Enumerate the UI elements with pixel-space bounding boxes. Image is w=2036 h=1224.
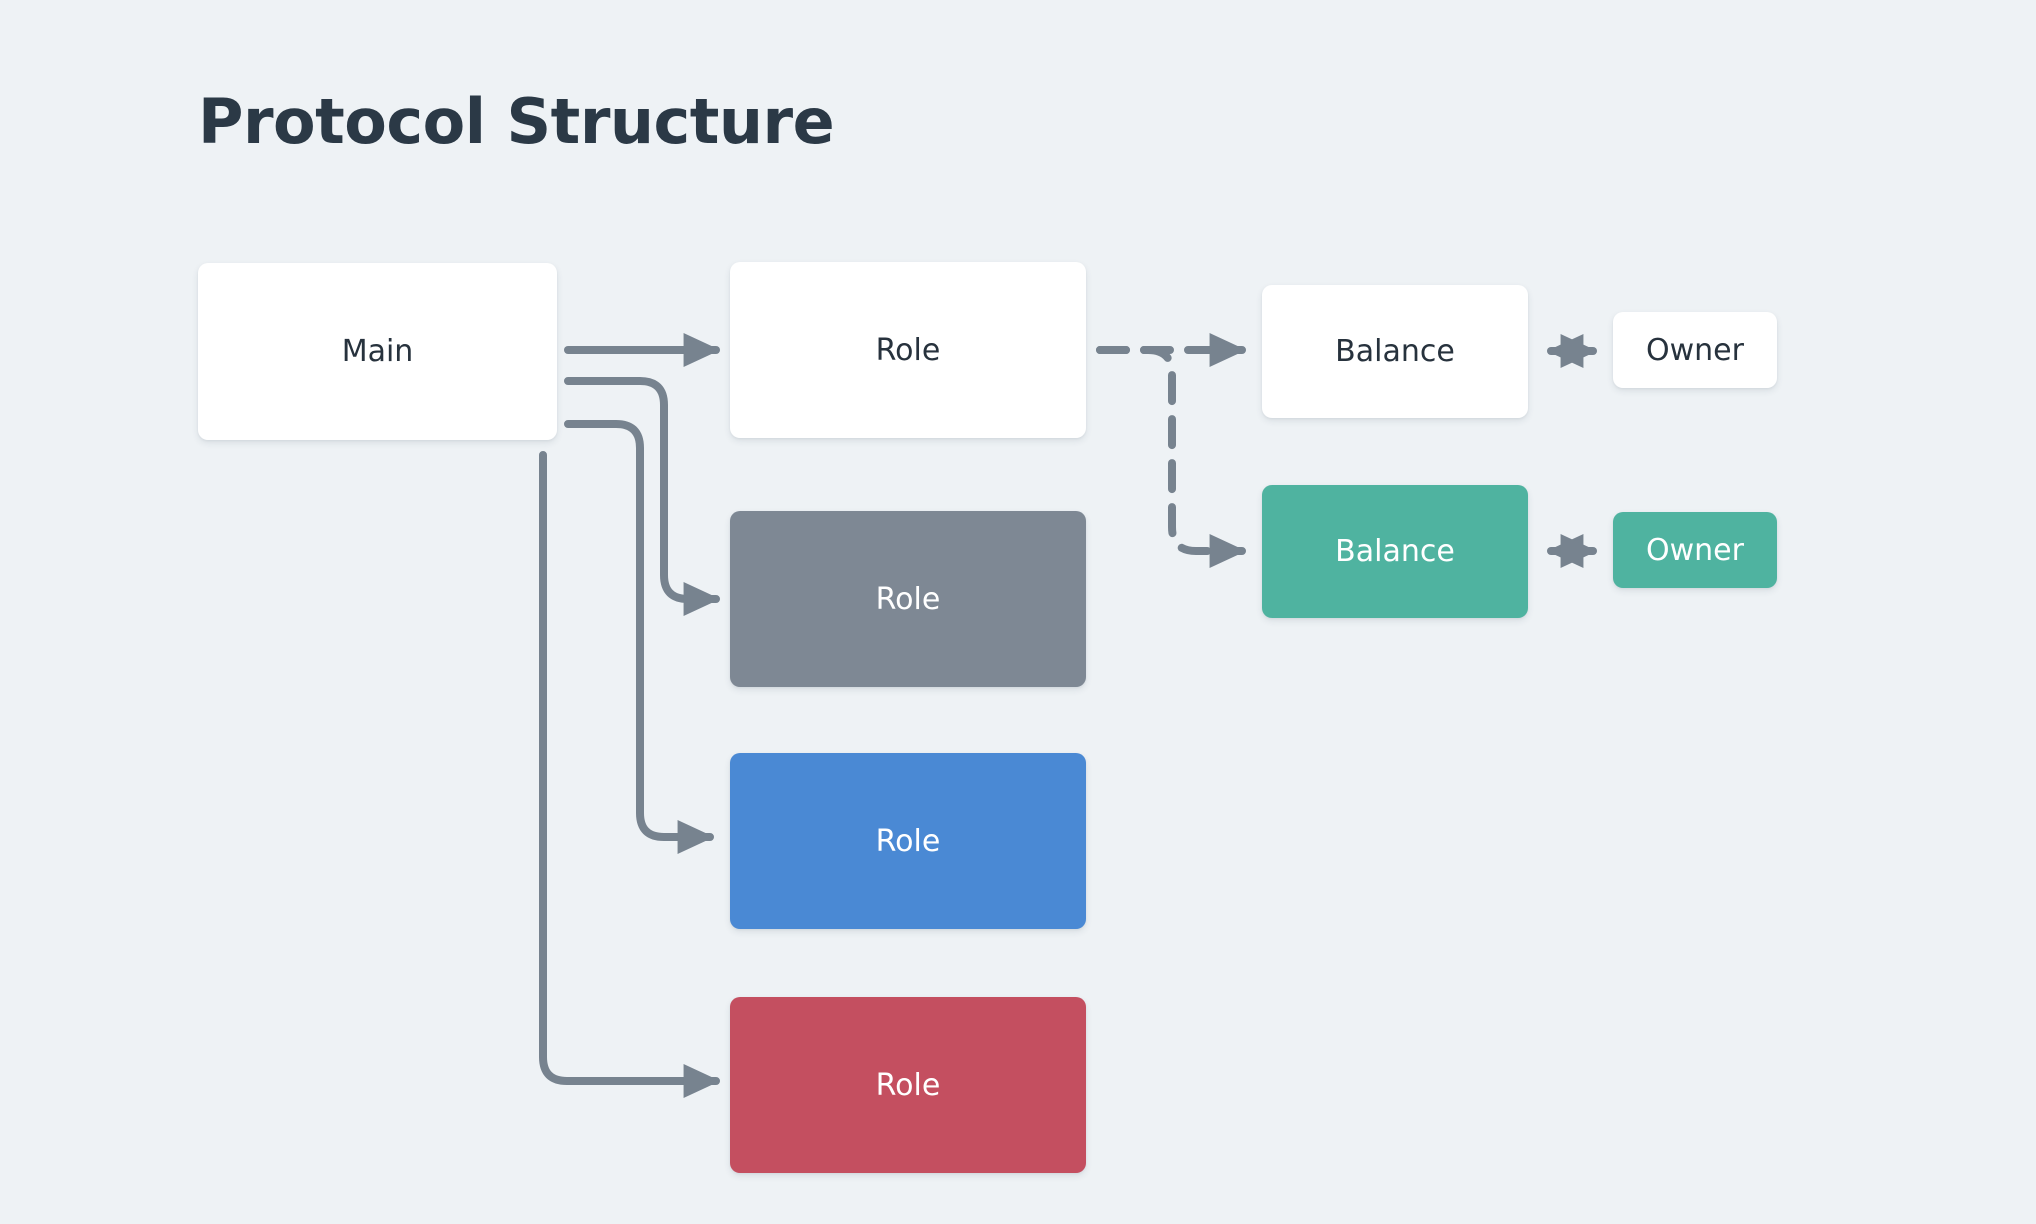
node-role-1[interactable]: Role <box>730 511 1086 687</box>
node-owner-0-label: Owner <box>1646 332 1744 368</box>
node-owner-0[interactable]: Owner <box>1613 312 1777 388</box>
page-title: Protocol Structure <box>198 85 835 158</box>
node-main-label: Main <box>341 334 414 369</box>
node-main[interactable]: Main <box>198 263 557 440</box>
edge-role-0-to-balance-1 <box>1096 346 1247 569</box>
node-role-3[interactable]: Role <box>730 997 1086 1173</box>
node-role-1-label: Role <box>875 581 941 617</box>
node-role-0-label: Role <box>875 332 941 368</box>
node-balance-1[interactable]: Balance <box>1262 485 1528 618</box>
node-owner-1[interactable]: Owner <box>1613 512 1777 588</box>
node-role-0[interactable]: Role <box>730 262 1086 438</box>
node-balance-1-label: Balance <box>1335 534 1455 569</box>
node-role-2[interactable]: Role <box>730 753 1086 929</box>
edge-main-to-role-1 <box>564 377 721 617</box>
node-balance-0[interactable]: Balance <box>1262 285 1528 418</box>
node-role-2-label: Role <box>875 823 941 859</box>
edge-main-to-role-3 <box>539 451 721 1099</box>
edge-main-to-role-2 <box>564 420 715 855</box>
node-owner-1-label: Owner <box>1646 532 1744 568</box>
node-role-3-label: Role <box>875 1067 941 1103</box>
node-balance-0-label: Balance <box>1335 334 1455 369</box>
